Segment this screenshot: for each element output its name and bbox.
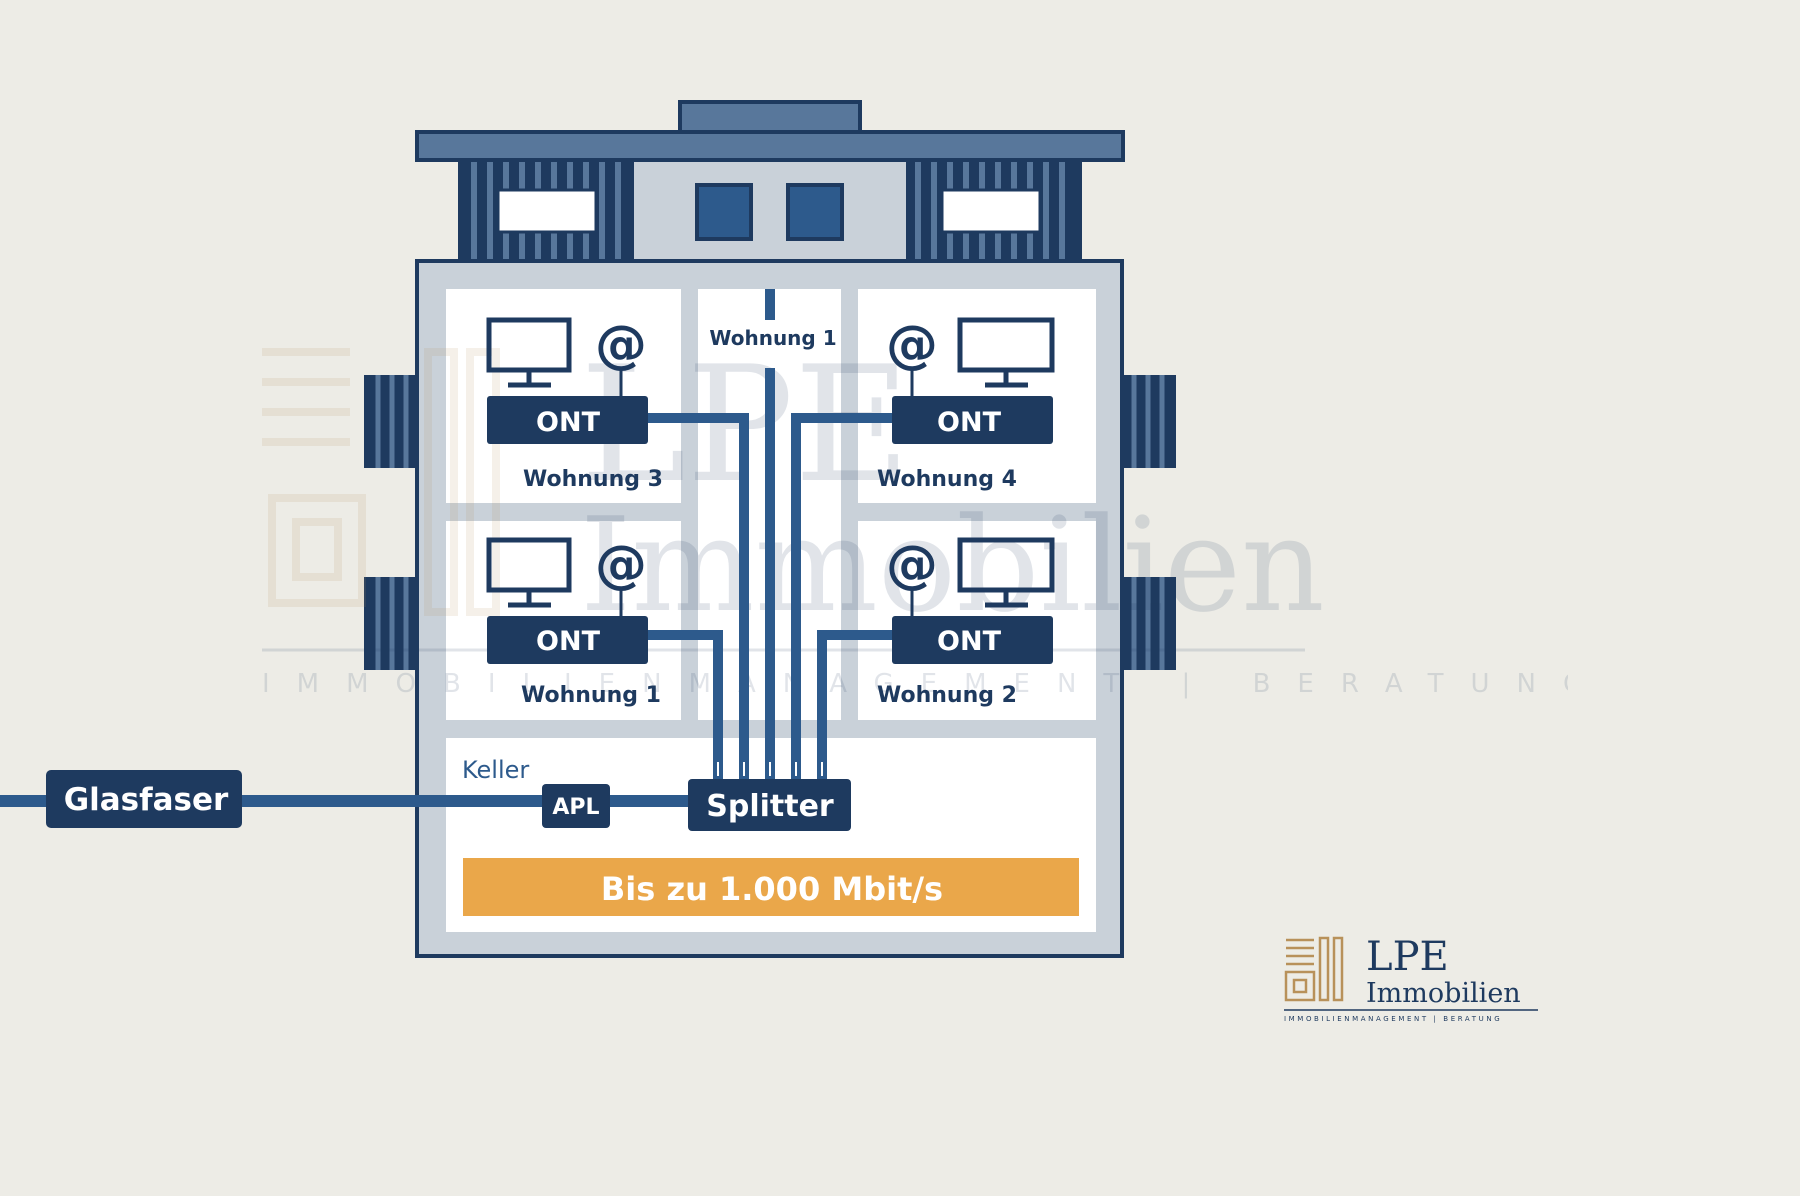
- ont-device: [487, 396, 648, 444]
- watermark-tagline: IMMOBILIENMANAGEMENT | BERATUNG: [262, 669, 1568, 699]
- ont-label: ONT: [536, 407, 601, 438]
- splitter-box: Splitter: [688, 779, 851, 831]
- building-roof: [415, 100, 1125, 264]
- splitter-label: Splitter: [706, 789, 834, 824]
- apartment-wohnung-1: @ ONT Wohnung 1: [486, 535, 661, 708]
- monitor-icon: [957, 317, 1055, 388]
- logo-line1: LPE: [1366, 934, 1449, 980]
- apl-label: APL: [552, 795, 599, 820]
- ont-label: ONT: [937, 626, 1002, 657]
- apartment-label: Wohnung 4: [877, 467, 1017, 492]
- ont-device: [487, 616, 648, 664]
- cable-wohnung-4: [791, 413, 894, 785]
- roof-window-left: [695, 183, 753, 241]
- fiber-diagram: LPE Immobilien IMMOBILIENMANAGEMENT | BE…: [0, 100, 1568, 1023]
- apartment-wohnung-3: @ ONT Wohnung 3: [486, 315, 663, 492]
- monitor-icon: [486, 537, 572, 608]
- company-logo: LPE Immobilien IMMOBILIENMANAGEMENT | BE…: [1284, 934, 1538, 1023]
- logo-tagline: IMMOBILIENMANAGEMENT | BERATUNG: [1284, 1015, 1502, 1023]
- cable-wohnung-2: [817, 630, 894, 785]
- watermark-logo-mark: [262, 348, 500, 616]
- apartment-label: Wohnung 2: [877, 683, 1017, 708]
- cable-wohnung-3: [646, 413, 749, 785]
- ont-device: [892, 616, 1053, 664]
- apartment-wohnung-4: @ ONT Wohnung 4: [877, 315, 1055, 492]
- apl-box: APL: [542, 784, 610, 828]
- glasfaser-label: Glasfaser: [64, 782, 229, 818]
- monitor-icon: [486, 317, 572, 388]
- roof-slats-right: [906, 162, 1078, 260]
- speed-banner: Bis zu 1.000 Mbit/s: [463, 858, 1079, 916]
- logo-line2: Immobilien: [1366, 978, 1521, 1009]
- speed-label: Bis zu 1.000 Mbit/s: [601, 870, 943, 908]
- at-icon: @: [595, 315, 647, 375]
- splitter-port-marks: [717, 762, 823, 776]
- at-icon: @: [886, 315, 938, 375]
- apartment-wohnung-2: @ ONT Wohnung 2: [877, 535, 1055, 708]
- roof-window-right: [786, 183, 844, 241]
- riser-label: Wohnung 1: [709, 326, 836, 350]
- ont-label: ONT: [937, 407, 1002, 438]
- apartment-label: Wohnung 1: [521, 683, 661, 708]
- at-icon: @: [886, 535, 938, 595]
- logo-mark-icon: [1284, 936, 1344, 1002]
- watermark-line2: Immobilien: [580, 489, 1325, 641]
- roof-slats-left: [462, 162, 634, 260]
- monitor-icon: [957, 537, 1055, 608]
- ont-label: ONT: [536, 626, 601, 657]
- cable-wohnung-1: [646, 630, 723, 785]
- keller-label: Keller: [462, 756, 529, 784]
- ont-device: [892, 396, 1053, 444]
- apartment-label: Wohnung 3: [523, 467, 663, 492]
- side-balconies: [364, 375, 1176, 670]
- glasfaser-box: Glasfaser: [46, 770, 242, 828]
- at-icon: @: [595, 535, 647, 595]
